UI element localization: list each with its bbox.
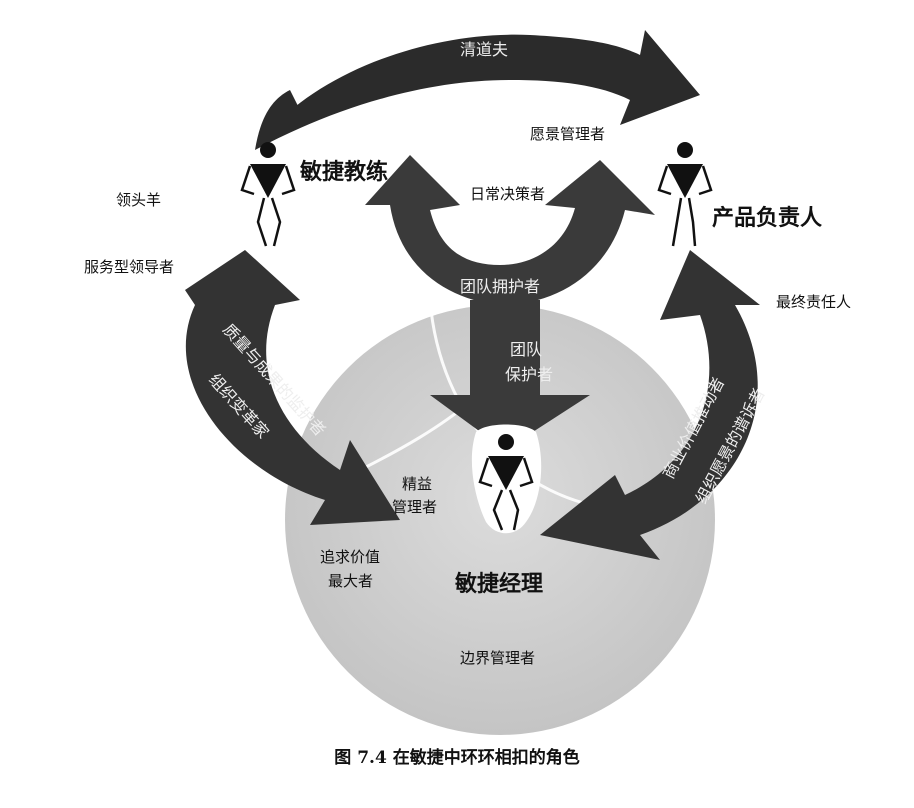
label-daily-decider: 日常决策者 [470, 185, 546, 203]
product-owner-figure-icon [657, 142, 713, 247]
label-bellwether: 领头羊 [116, 191, 162, 209]
top-arrow-label: 清道夫 [460, 40, 508, 59]
protector-label-2: 保护者 [505, 365, 553, 384]
agile-manager-figure-icon [471, 424, 542, 534]
role-agile-coach: 敏捷教练 [300, 160, 389, 185]
guardian-label: 团队拥护者 [460, 277, 540, 296]
label-value-maximizer-2: 最大者 [328, 572, 374, 590]
role-agile-manager: 敏捷经理 [455, 572, 544, 597]
protector-down-arrow [430, 300, 590, 450]
top-arc-tail [255, 90, 300, 150]
role-product-owner: 产品负责人 [712, 206, 823, 231]
label-value-maximizer-1: 追求价值 [320, 548, 381, 566]
center-pincer-arrow [365, 155, 655, 305]
left-curved-arrow [185, 250, 400, 525]
label-final-responsible: 最终责任人 [776, 293, 852, 311]
label-servant-leader: 服务型领导者 [84, 258, 175, 276]
right-curved-arrow [540, 250, 760, 560]
label-lean-manager-2: 管理者 [392, 498, 438, 516]
figure-caption: 图 7.4 在敏捷中环环相扣的角色 [334, 748, 580, 768]
label-vision-manager: 愿景管理者 [530, 125, 606, 143]
label-boundary-manager: 边界管理者 [460, 649, 536, 667]
agile-coach-figure-icon [240, 142, 296, 247]
top-arc-arrow [255, 30, 700, 150]
label-lean-manager-1: 精益 [402, 475, 433, 493]
protector-label-1: 团队 [510, 340, 542, 359]
